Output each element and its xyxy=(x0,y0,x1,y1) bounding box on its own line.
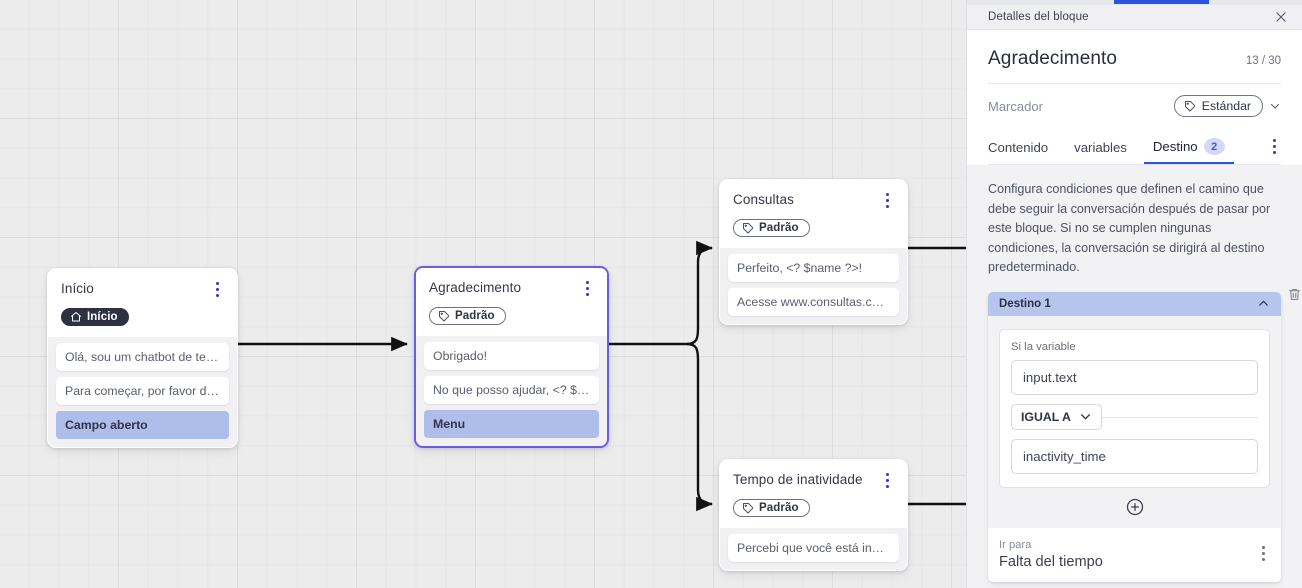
node-menu-button[interactable] xyxy=(880,471,894,489)
node-message-highlight[interactable]: Menu xyxy=(424,410,599,438)
plus-circle-icon[interactable] xyxy=(1126,498,1144,516)
variable-input[interactable]: input.text xyxy=(1011,359,1258,395)
marcador-value: Estándar xyxy=(1201,99,1251,113)
node-message[interactable]: No que posso ajudar, <? $name ... xyxy=(424,376,599,404)
chevron-down-icon[interactable] xyxy=(1269,100,1281,112)
node-tag-badge: Padrão xyxy=(733,499,810,517)
panel-header-title: Detalles del bloque xyxy=(988,11,1089,23)
home-icon xyxy=(71,312,81,322)
node-title: Agradecimento xyxy=(429,280,522,295)
goto-menu-button[interactable] xyxy=(1256,545,1270,563)
block-details-panel: Detalles del bloque Agradecimento 13 / 3… xyxy=(966,0,1302,588)
node-message[interactable]: Percebi que você está inativo. C... xyxy=(728,534,899,562)
operator-label: IGUAL A xyxy=(1021,409,1071,424)
destination-description: Configura condiciones que definen el cam… xyxy=(988,182,1271,274)
destination-header-title: Destino 1 xyxy=(999,297,1051,310)
node-tag-label: Padrão xyxy=(759,222,799,234)
char-counter: 13 / 30 xyxy=(1245,55,1281,67)
node-message[interactable]: Obrigado! xyxy=(424,342,599,370)
chevron-up-icon[interactable] xyxy=(1257,297,1270,310)
goto-value: Falta del tiempo xyxy=(999,553,1103,570)
node-header: Início Início xyxy=(48,269,237,337)
trash-icon[interactable] xyxy=(1287,287,1302,303)
operator-divider-line xyxy=(1011,416,1258,418)
tab-destino[interactable]: Destino 2 xyxy=(1143,132,1234,164)
tag-icon xyxy=(743,503,754,514)
marcador-label: Marcador xyxy=(988,98,1043,114)
node-tag-badge: Padrão xyxy=(733,219,810,237)
tag-icon xyxy=(1184,101,1195,112)
panel-top-section: Agradecimento 13 / 30 Marcador Estándar xyxy=(967,30,1302,165)
page-title: Agradecimento xyxy=(988,48,1118,69)
tabs-menu-button[interactable] xyxy=(1267,137,1281,155)
operator-row: IGUAL A xyxy=(1011,403,1258,430)
node-message[interactable]: Olá, sou um chatbot de teste! xyxy=(56,343,229,371)
node-title: Início xyxy=(61,281,94,296)
chevron-down-icon xyxy=(1080,414,1090,420)
close-icon[interactable] xyxy=(1273,9,1289,25)
node-body: Perfeito, <? $name ?>! Acesse www.consul… xyxy=(720,248,907,324)
node-header: Consultas Padrão xyxy=(720,180,907,248)
tab-label: variables xyxy=(1074,140,1127,155)
tab-badge-count: 2 xyxy=(1203,138,1225,155)
tab-label: Destino xyxy=(1152,139,1198,154)
flow-canvas[interactable]: Início Início Olá, sou um chatbot de tes… xyxy=(0,0,966,588)
destination-card: Destino 1 Si la variable input.text xyxy=(988,288,1301,582)
node-body: Obrigado! No que posso ajudar, <? $name … xyxy=(416,336,607,446)
condition-card: Si la variable input.text IGUAL A in xyxy=(999,328,1270,488)
node-menu-button[interactable] xyxy=(210,280,224,298)
node-tag-badge: Início xyxy=(61,308,129,326)
node-message-highlight[interactable]: Campo aberto xyxy=(56,411,229,439)
goto-label: Ir para xyxy=(999,538,1032,551)
title-divider xyxy=(988,83,1281,84)
flow-node-consultas[interactable]: Consultas Padrão Perfeito, <? $name ?>! … xyxy=(719,179,908,325)
node-header: Agradecimento Padrão xyxy=(416,268,607,336)
tag-icon xyxy=(439,311,450,322)
node-message[interactable]: Perfeito, <? $name ?>! xyxy=(728,254,899,282)
edge-agradecimento-inatividade xyxy=(686,342,713,512)
marcador-row: Marcador Estándar xyxy=(988,84,1281,121)
node-tag-label: Início xyxy=(87,311,118,323)
node-message[interactable]: Para começar, por favor digite o ... xyxy=(56,377,229,405)
flow-node-inicio[interactable]: Início Início Olá, sou um chatbot de tes… xyxy=(47,268,238,448)
node-header: Tempo de inatividade Padrão xyxy=(720,460,907,528)
condition-label: Si la variable xyxy=(1011,340,1076,353)
goto-section[interactable]: Ir para Falta del tiempo xyxy=(988,527,1281,582)
tab-contenido[interactable]: Contenido xyxy=(988,134,1048,164)
top-progress-bar xyxy=(967,0,1302,5)
flow-node-inatividade[interactable]: Tempo de inatividade Padrão Percebi que … xyxy=(719,459,908,571)
edge-agradecimento-consultas xyxy=(686,240,713,346)
node-menu-button[interactable] xyxy=(580,279,594,297)
panel-content: Configura condiciones que definen el cam… xyxy=(967,165,1302,588)
add-condition-row xyxy=(999,488,1270,518)
node-menu-button[interactable] xyxy=(880,191,894,209)
top-progress-fill xyxy=(1114,0,1209,4)
destination-header[interactable]: Destino 1 xyxy=(988,291,1281,316)
panel-header: Detalles del bloque xyxy=(967,5,1302,30)
compare-value-input[interactable]: inactivity_time xyxy=(1011,438,1258,474)
flow-node-agradecimento[interactable]: Agradecimento Padrão Obrigado! No que po… xyxy=(414,266,609,448)
panel-tabs: Contenido variables Destino 2 xyxy=(988,132,1281,164)
node-message[interactable]: Acesse www.consultas.com par... xyxy=(728,288,899,316)
node-body: Olá, sou um chatbot de teste! Para começ… xyxy=(48,337,237,447)
node-body: Percebi que você está inativo. C... xyxy=(720,528,907,570)
tag-icon xyxy=(743,223,754,234)
operator-select[interactable]: IGUAL A xyxy=(1011,403,1102,430)
node-tag-label: Padrão xyxy=(455,310,495,322)
tabs-underline xyxy=(988,164,1281,165)
tab-label: Contenido xyxy=(988,140,1049,155)
destination-body: Si la variable input.text IGUAL A in xyxy=(988,315,1281,528)
tab-variables[interactable]: variables xyxy=(1074,134,1127,164)
marcador-chip[interactable]: Estándar xyxy=(1173,95,1263,117)
node-title: Tempo de inatividade xyxy=(733,472,863,487)
node-tag-badge: Padrão xyxy=(429,307,506,325)
node-title: Consultas xyxy=(733,192,794,207)
node-tag-label: Padrão xyxy=(759,502,799,514)
